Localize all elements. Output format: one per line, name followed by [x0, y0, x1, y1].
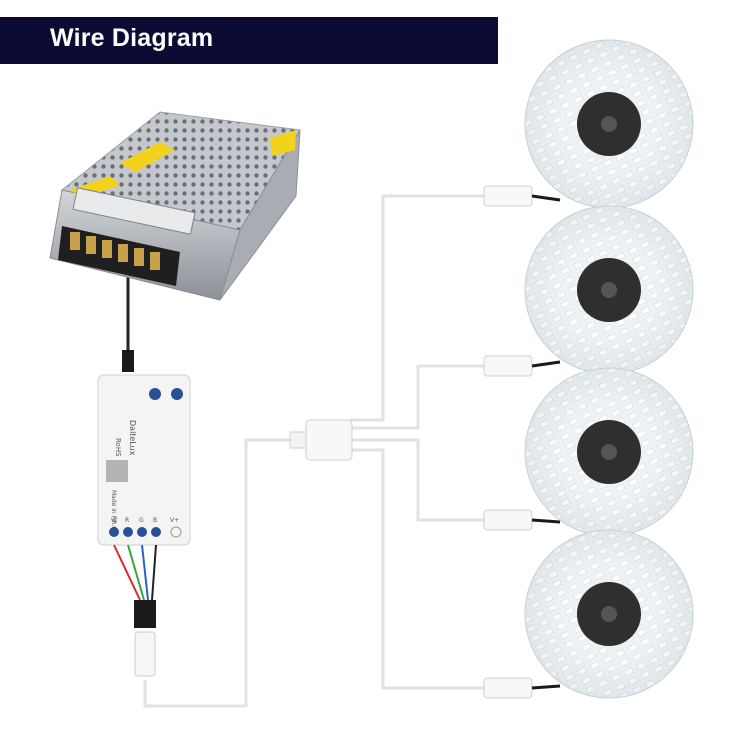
- branch-cable-3: [350, 438, 488, 522]
- terminal-r: R: [125, 517, 129, 524]
- terminal-g: G: [139, 517, 144, 524]
- led-strip-reel-icon: [524, 205, 694, 375]
- led-strip-reel-icon: [524, 529, 694, 699]
- branch-cable-1: [350, 194, 488, 422]
- controller-made-in: Made in P.R.C.: [110, 490, 117, 532]
- strip-connectors: [483, 185, 533, 699]
- led-strip-reel-icon: [524, 39, 694, 209]
- title-banner: Wire Diagram: [0, 17, 498, 64]
- strip-leads: [531, 194, 561, 690]
- terminal-vplus: V+: [170, 517, 179, 524]
- rgb-wires: [113, 544, 157, 601]
- wiring: [126, 194, 488, 708]
- branch-cable-4: [350, 448, 488, 690]
- power-supply-icon: [49, 111, 301, 301]
- four-way-splitter-icon: [289, 419, 353, 461]
- wifi-led-controller-icon: DaiteLux RoHS Made in P.R.C. W R G B V+: [97, 374, 191, 546]
- controller-brand: DaiteLux: [128, 420, 137, 456]
- terminal-w: W: [111, 517, 117, 524]
- dc-plug-icon: [122, 350, 134, 372]
- terminal-b: B: [153, 517, 157, 524]
- controller-output-connector: [134, 600, 156, 677]
- controller-to-splitter-cable: [143, 438, 292, 708]
- diagram-title: Wire Diagram: [50, 24, 214, 52]
- led-strip-reel-icon: [524, 367, 694, 537]
- controller-rohs: RoHS: [114, 438, 122, 457]
- branch-cable-2: [350, 364, 488, 430]
